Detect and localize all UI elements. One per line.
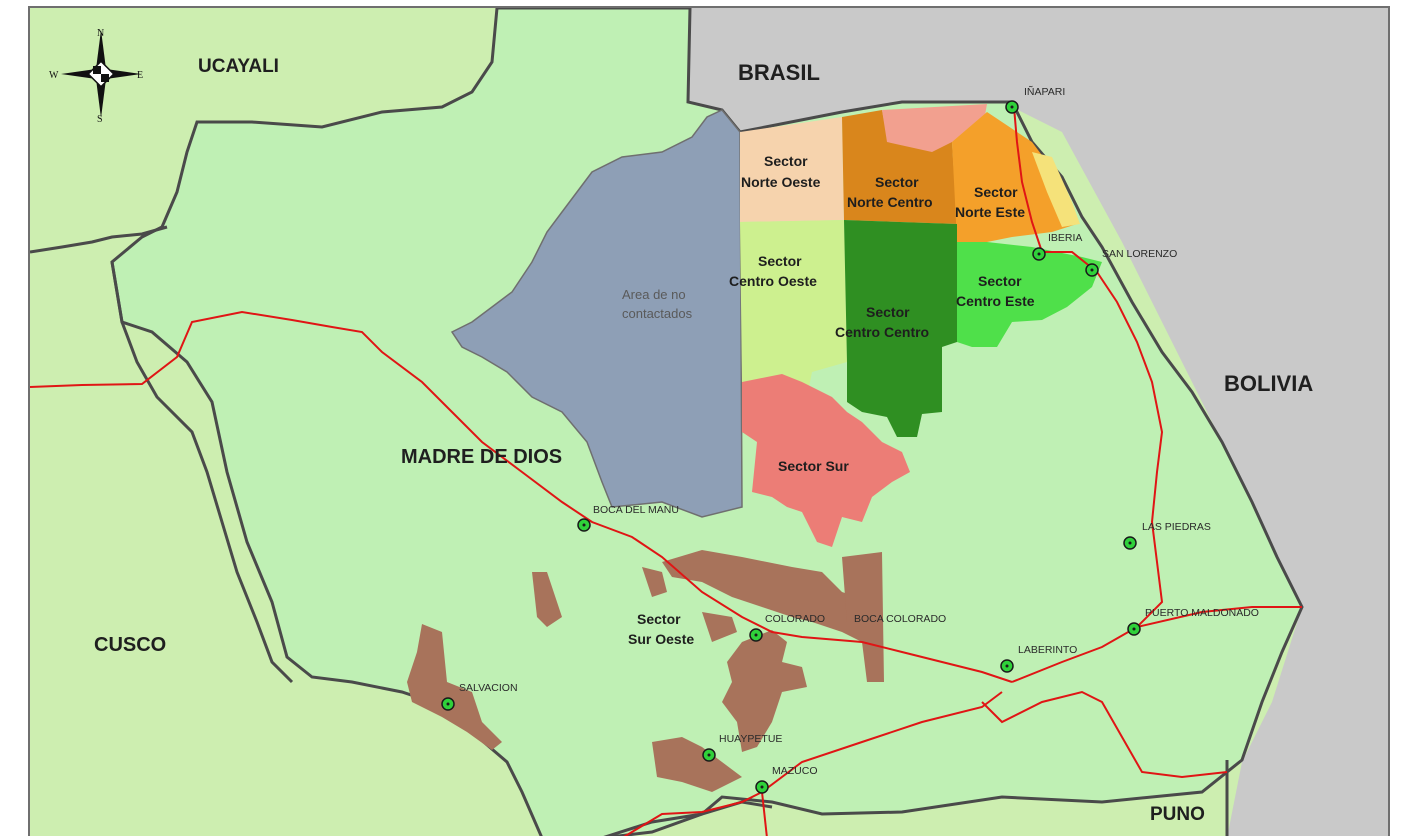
sector-norte-oeste-area <box>740 117 844 222</box>
region-label-cusco: CUSCO <box>94 634 166 656</box>
department-boundary-cusco <box>110 261 294 684</box>
region-label-madre-de-dios: MADRE DE DIOS <box>401 446 562 468</box>
uncontacted-label-line1: Area de no <box>622 287 686 302</box>
compass-n-label: N <box>97 28 104 39</box>
town-label-san-lorenzo: SAN LORENZO <box>1102 248 1177 260</box>
sector-norte-este-label-1: Sector <box>974 184 1018 200</box>
map-frame: N S W E UCAYALI BRASIL BOLIVIA MADRE DE … <box>28 6 1390 836</box>
region-label-ucayali: UCAYALI <box>198 56 279 77</box>
sector-sur-label: Sector Sur <box>778 458 849 474</box>
sector-norte-este-yellow <box>1032 152 1080 227</box>
sector-centro-este-area <box>957 242 1102 347</box>
compass-w-label: W <box>49 70 59 81</box>
sector-centro-este-label-1: Sector <box>978 273 1022 289</box>
sector-norte-centro-area <box>842 110 957 224</box>
town-label-salvacion: SALVACION <box>459 682 518 694</box>
map-canvas: N S W E UCAYALI BRASIL BOLIVIA MADRE DE … <box>30 8 1388 836</box>
region-label-puno: PUNO <box>1150 804 1205 825</box>
sector-norte-este-area <box>952 112 1077 242</box>
sector-centro-centro-label-2: Centro Centro <box>835 324 929 340</box>
region-label-brasil: BRASIL <box>738 60 820 85</box>
sector-sur-area <box>742 374 910 547</box>
sector-norte-oeste-label-2: Norte Oeste <box>741 174 821 190</box>
sector-sur-oeste-label-1: Sector <box>637 611 681 627</box>
mining-areas <box>407 550 884 792</box>
town-label-inapari: IÑAPARI <box>1024 85 1065 98</box>
town-label-boca-manu: BOCA DEL MANU <box>593 504 679 516</box>
sector-norte-centro-label-2: Norte Centro <box>847 194 933 210</box>
department-boundary-south <box>603 800 773 836</box>
sector-centro-oeste-label-2: Centro Oeste <box>729 273 817 289</box>
town-label-puerto-maldonado: PUERTO MALDONADO <box>1145 607 1259 619</box>
sector-pink-patch <box>882 104 987 152</box>
compass-e-label: E <box>137 70 143 81</box>
uncontacted-label-line2: contactados <box>622 306 693 321</box>
department-boundary-north <box>30 225 168 254</box>
sector-centro-este-label-2: Centro Este <box>956 293 1035 309</box>
town-label-iberia: IBERIA <box>1048 232 1082 244</box>
compass-rose: N S W E <box>49 28 143 125</box>
town-marker-dots <box>446 105 1136 789</box>
sector-norte-centro-label-1: Sector <box>875 174 919 190</box>
town-label-boca-colorado: BOCA COLORADO <box>854 613 946 625</box>
town-label-laberinto: LABERINTO <box>1018 644 1077 656</box>
sector-sur-oeste-label-2: Sur Oeste <box>628 631 694 647</box>
town-label-mazuco: MAZUCO <box>772 765 818 777</box>
town-label-las-piedras: LAS PIEDRAS <box>1142 521 1211 533</box>
road-network <box>30 106 1302 836</box>
sector-norte-este-label-2: Norte Este <box>955 204 1025 220</box>
compass-s-label: S <box>97 114 103 125</box>
sector-centro-oeste-area <box>740 220 847 397</box>
region-label-bolivia: BOLIVIA <box>1224 371 1313 396</box>
town-label-huaypetue: HUAYPETUE <box>719 733 782 745</box>
sector-centro-centro-area <box>844 220 957 437</box>
town-label-colorado: COLORADO <box>765 613 825 625</box>
sector-centro-centro-label-1: Sector <box>866 304 910 320</box>
uncontacted-area <box>450 109 743 518</box>
sector-centro-oeste-label-1: Sector <box>758 253 802 269</box>
sector-norte-oeste-label-1: Sector <box>764 153 808 169</box>
